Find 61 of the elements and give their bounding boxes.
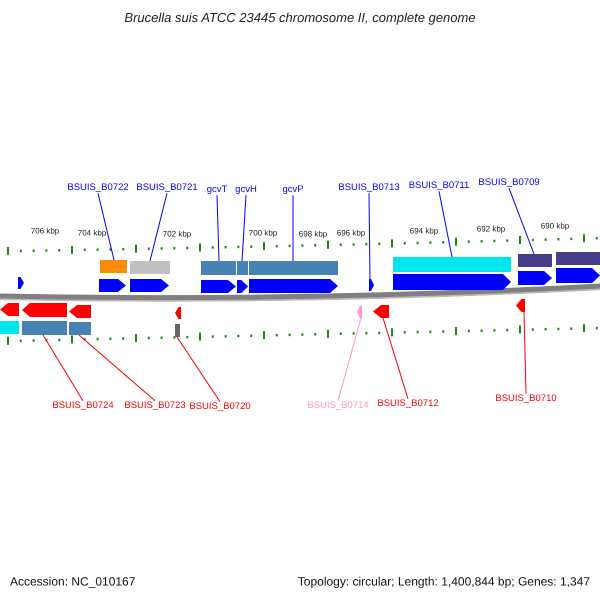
leader-line bbox=[524, 312, 526, 394]
scale-label: 692 kbp bbox=[476, 226, 506, 234]
gene-bar bbox=[0, 321, 19, 334]
leader-line bbox=[42, 334, 84, 402]
leader-line bbox=[382, 318, 408, 400]
genome-info-text: Topology: circular; Length: 1,400,844 bp; Genes: 1,347 bbox=[298, 575, 590, 589]
leader-line bbox=[438, 190, 452, 258]
gene-bar bbox=[69, 322, 91, 335]
leader-line bbox=[176, 336, 220, 402]
title: Brucella suis ATCC 23445 chromosome II, complete genome bbox=[124, 10, 476, 26]
scale-label: 704 kbp bbox=[78, 230, 106, 238]
gene-feature bbox=[175, 307, 181, 319]
leader-line bbox=[98, 192, 114, 260]
gene-label: BSUIS_B0724 bbox=[52, 400, 114, 412]
scale-label: 690 kbp bbox=[540, 222, 570, 232]
accession-text: Accession: NC_010167 bbox=[10, 575, 136, 589]
gene-bar bbox=[100, 260, 127, 273]
scale-label: 702 kbp bbox=[162, 230, 192, 240]
gene-feature bbox=[369, 279, 374, 291]
gene-label: BSUIS_B0721 bbox=[136, 182, 198, 194]
leader-line bbox=[216, 194, 220, 262]
leader-line bbox=[338, 318, 362, 402]
gene-feature bbox=[18, 277, 24, 289]
leader-line bbox=[368, 192, 370, 280]
leader-line bbox=[508, 188, 534, 254]
gene-label: BSUIS_B0712 bbox=[377, 398, 439, 410]
leader-line bbox=[150, 192, 168, 262]
gene-label: BSUIS_B0714 bbox=[307, 400, 369, 412]
gene-bar bbox=[201, 261, 236, 275]
leader-line bbox=[242, 194, 246, 262]
gene-bar bbox=[393, 257, 511, 272]
gene-bar bbox=[130, 261, 170, 274]
gene-feature bbox=[357, 306, 362, 318]
leader-line bbox=[78, 334, 156, 402]
gene-bar bbox=[556, 252, 600, 265]
gene-bar bbox=[175, 324, 180, 337]
gene-bar bbox=[249, 261, 338, 275]
scale-label: 698 kbp bbox=[298, 230, 328, 240]
gene-bar bbox=[518, 254, 552, 267]
gene-label: BSUIS_B0723 bbox=[124, 400, 186, 412]
gene-label: gcvH bbox=[235, 184, 257, 196]
gene-label: BSUIS_B0713 bbox=[338, 182, 400, 194]
scale-label: 694 kbp bbox=[410, 228, 438, 236]
gene-feature bbox=[69, 305, 91, 318]
gene-feature bbox=[373, 305, 389, 318]
gene-feature bbox=[516, 299, 525, 312]
gene-feature bbox=[130, 279, 169, 292]
gene-bar bbox=[22, 321, 67, 335]
gene-label: BSUIS_B0710 bbox=[495, 394, 557, 404]
scale-label: 696 kbp bbox=[336, 230, 366, 238]
gene-bar bbox=[237, 261, 248, 275]
leader-line bbox=[292, 194, 294, 262]
gene-label: BSUIS_B0711 bbox=[408, 180, 470, 192]
gene-label: gcvP bbox=[282, 184, 304, 196]
gene-label: gcvT bbox=[206, 184, 228, 196]
gene-label: BSUIS_B0709 bbox=[478, 178, 540, 188]
gene-feature bbox=[99, 279, 126, 292]
scale-label: 700 kbp bbox=[248, 230, 278, 238]
gene-label: BSUIS_B0720 bbox=[189, 402, 251, 412]
scale-label: 706 kbp bbox=[30, 228, 60, 236]
gene-label: BSUIS_B0722 bbox=[67, 182, 129, 194]
